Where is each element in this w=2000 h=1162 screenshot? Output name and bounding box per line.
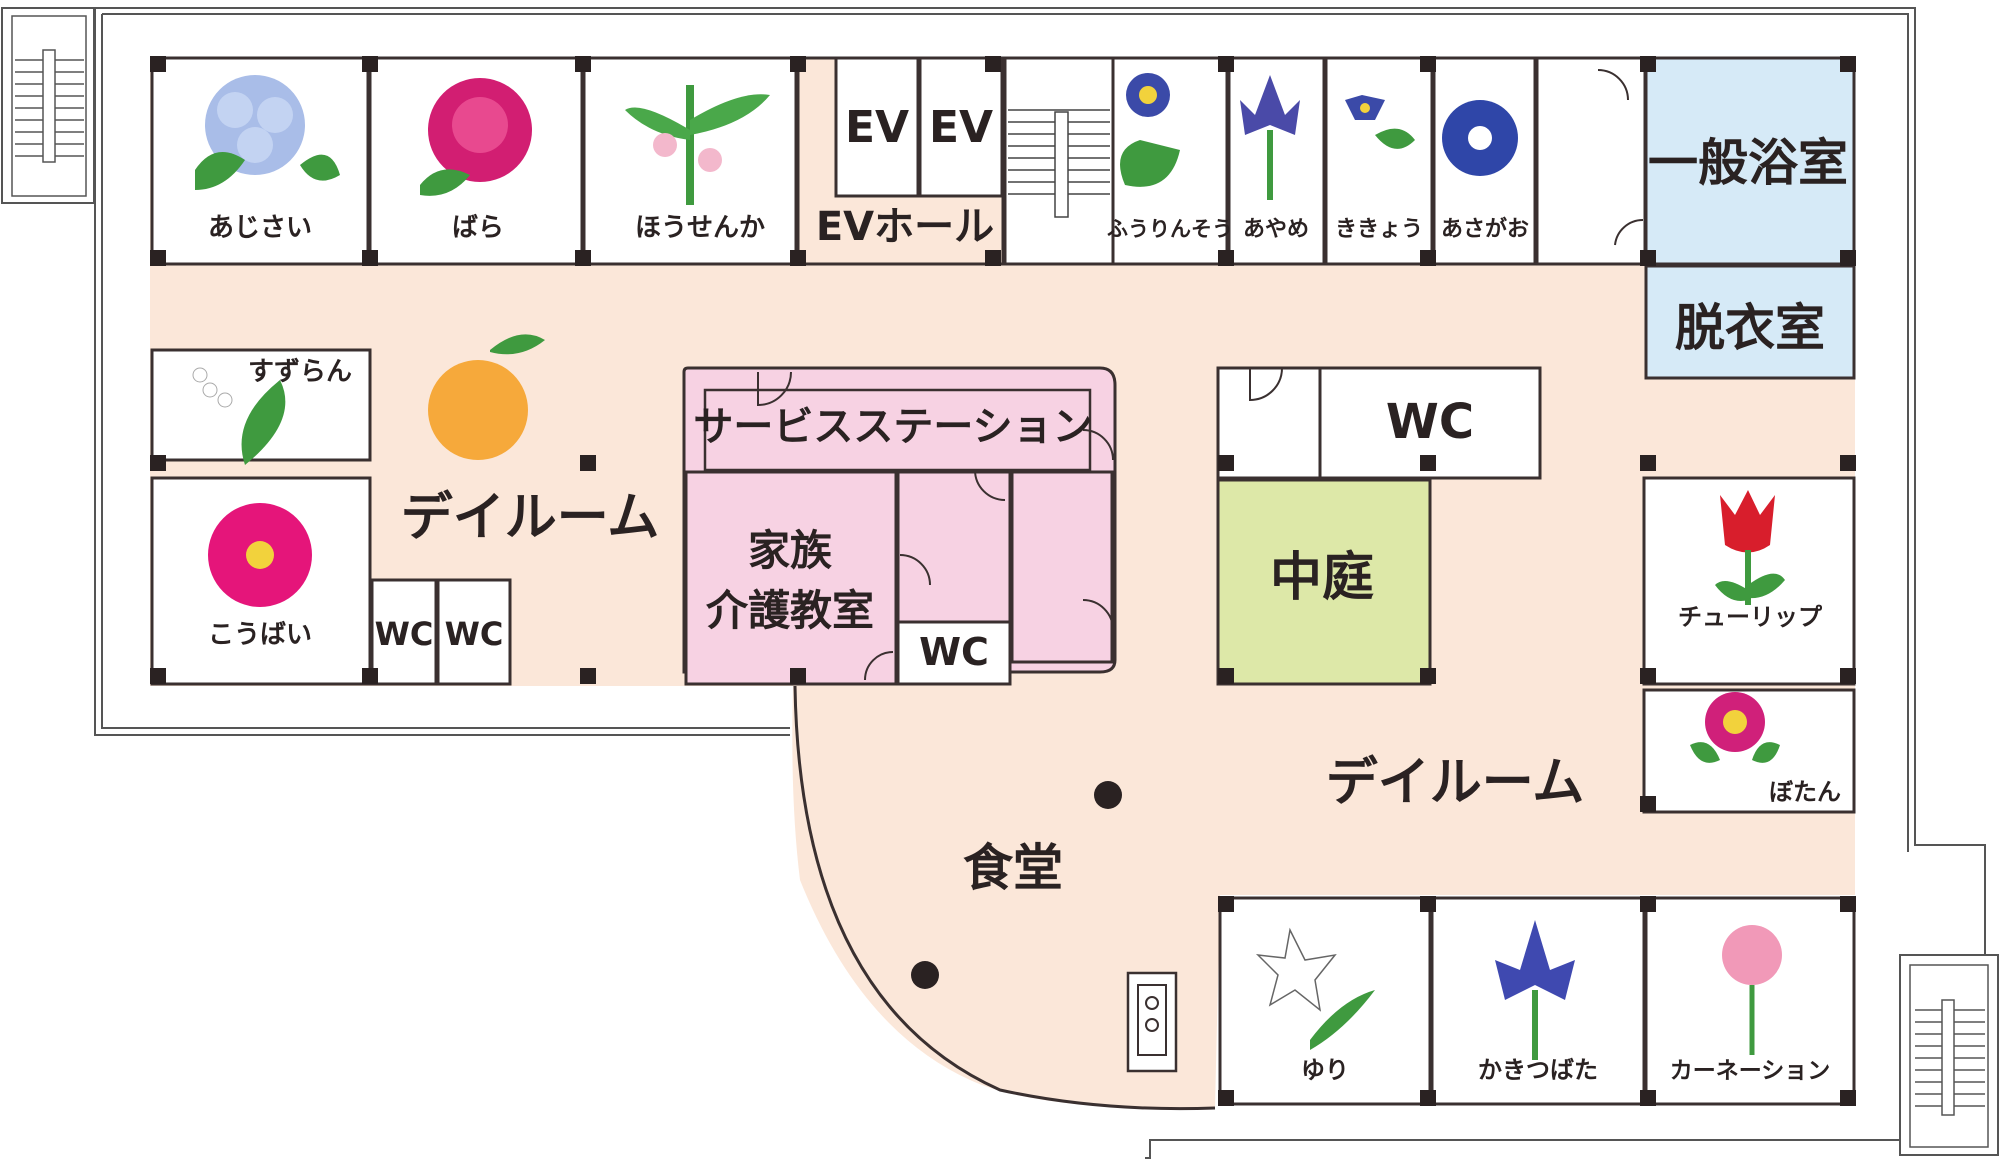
label-wc-courtyard: WC — [1386, 394, 1474, 450]
room-labels: あじさい ばら ほうせんか ふうりんそう あやめ ききょう あさがお すずらん … — [208, 213, 1841, 1084]
room-kikyou — [1324, 56, 1434, 266]
label-dressing-room: 脱衣室 — [1675, 299, 1825, 357]
tulip-icon — [1715, 490, 1785, 605]
door-swings — [757, 69, 1644, 681]
label-dining: 食堂 — [963, 839, 1063, 897]
elevator-2 — [918, 56, 1004, 198]
ev-block — [796, 56, 1005, 266]
label-family-care-2: 介護教室 — [706, 586, 874, 635]
room-yuri — [1218, 896, 1432, 1106]
storage — [1535, 56, 1647, 266]
rabbit-ear-iris-icon — [1495, 920, 1575, 1060]
label-yuri: ゆり — [1301, 1056, 1349, 1084]
label-family-care-1: 家族 — [748, 526, 832, 575]
rose-icon — [420, 78, 532, 196]
label-suzuran: すずらん — [248, 357, 352, 387]
bottom-rooms — [1218, 896, 1856, 1106]
courtyard-block — [1216, 366, 1542, 686]
label-koubai: こうばい — [208, 620, 312, 650]
wc-left-1 — [370, 578, 438, 686]
balsam-icon — [625, 85, 770, 205]
iris-icon — [1240, 75, 1300, 200]
pillars — [150, 56, 1856, 1106]
facility-labels: EV EV EVホール 一般浴室 脱衣室 WC WC WC WC サービスステー… — [375, 102, 1848, 897]
label-wc-left-2: WC — [445, 615, 504, 653]
peach-icon — [428, 334, 545, 460]
lily-of-the-valley-icon — [192, 367, 286, 465]
label-ajisai: あじさい — [208, 213, 312, 243]
general-bath — [1644, 56, 1856, 266]
label-dayroom-left: デイルーム — [401, 488, 659, 548]
elevator-1 — [834, 56, 920, 198]
label-carnation: カーネーション — [1670, 1058, 1831, 1084]
wc-center — [896, 620, 1012, 686]
label-asagao: あさがお — [1441, 216, 1529, 242]
label-bara: ばら — [452, 213, 504, 243]
stair-center-steps — [1008, 109, 1110, 218]
fuurinsou-icon — [1120, 73, 1180, 187]
bath-area — [1644, 56, 1856, 380]
stair-left — [1, 7, 95, 204]
label-tulip: チューリップ — [1678, 603, 1823, 631]
room-botan — [1642, 688, 1856, 814]
dressing-room — [1644, 264, 1856, 380]
label-dayroom-right: デイルーム — [1326, 753, 1584, 813]
label-kikyou: ききょう — [1335, 217, 1423, 242]
label-fuurinsou: ふうりんそう — [1107, 217, 1233, 241]
label-ayame: あやめ — [1243, 217, 1309, 242]
label-service-station: サービスステーション — [693, 404, 1092, 450]
dining-arc — [793, 685, 1216, 1111]
hydrangea-icon — [195, 75, 340, 190]
label-ev-1: EV — [845, 102, 909, 153]
carnation-icon — [1722, 925, 1782, 1055]
label-ev-2: EV — [929, 102, 993, 153]
label-wc-left-1: WC — [375, 615, 434, 653]
column-round-2 — [911, 961, 939, 989]
wc-left-2 — [436, 578, 512, 686]
courtyard — [1216, 478, 1432, 686]
label-courtyard: 中庭 — [1270, 548, 1374, 608]
service-station-block — [682, 366, 1117, 686]
sink-fixture — [1126, 971, 1178, 1073]
label-wc-center: WC — [919, 630, 989, 674]
label-botan: ぼたん — [1769, 778, 1841, 806]
bellflower-icon — [1345, 95, 1415, 149]
lily-icon — [1255, 927, 1375, 1050]
family-care-room — [684, 470, 898, 686]
morning-glory-icon — [1442, 100, 1518, 176]
label-housenka: ほうせんか — [635, 213, 765, 243]
label-ev-hall: EVホール — [816, 204, 994, 250]
stair-right — [1899, 954, 1999, 1156]
column-round-1 — [1094, 781, 1122, 809]
plum-blossom-icon — [208, 503, 312, 607]
peony-icon — [1690, 692, 1780, 763]
label-kakitsubata: かきつばた — [1478, 1056, 1598, 1084]
label-general-bath: 一般浴室 — [1648, 134, 1848, 192]
